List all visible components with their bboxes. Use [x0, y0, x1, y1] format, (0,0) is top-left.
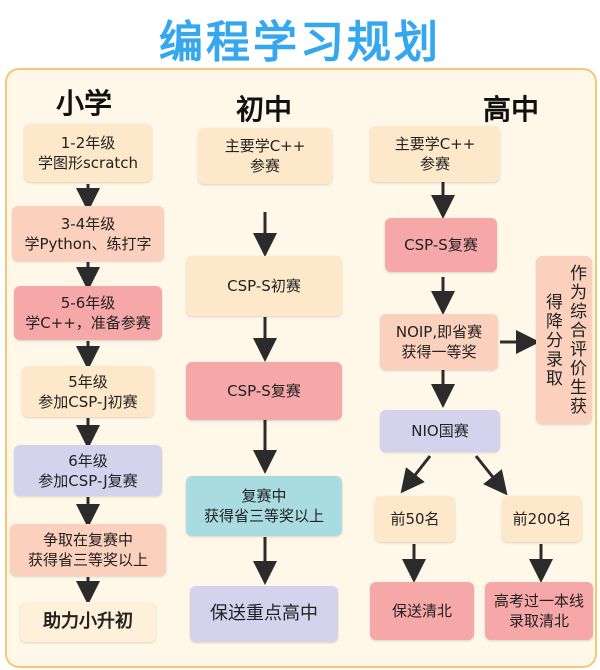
arrow [474, 455, 508, 496]
primary-step-7-label: 助力小升初 [43, 611, 133, 632]
arrow [400, 455, 432, 494]
high-step-1-label: 主要学C++ 参赛 [394, 135, 476, 173]
middle-step-1: 主要学C++ 参赛 [198, 128, 332, 184]
high-side-note-label: 作为综合评价生获得降分录取 [542, 264, 586, 416]
high-outcome-1: 保送清北 [370, 582, 474, 640]
middle-step-5: 保送重点高中 [190, 586, 338, 642]
primary-step-6-label: 争取在复赛中 获得省三等奖以上 [27, 531, 148, 569]
heading-high: 高中 [483, 93, 540, 126]
heading-primary: 小学 [56, 87, 113, 120]
middle-step-4-label: 复赛中 获得省三等奖以上 [203, 487, 324, 525]
high-step-3: NOIP,即省赛 获得一等奖 [380, 314, 498, 370]
high-step-4-label: NIO国赛 [411, 422, 469, 440]
primary-step-5: 6年级 参加CSP-J复赛 [14, 445, 162, 496]
middle-step-3: CSP-S复赛 [186, 362, 342, 420]
primary-step-2-label: 3-4年级 学Python、练打字 [24, 214, 152, 253]
high-outcome-1-label: 保送清北 [391, 602, 452, 620]
primary-step-2: 3-4年级 学Python、练打字 [12, 206, 164, 261]
primary-step-3-label: 5-6年级 学C++，准备参赛 [25, 294, 151, 332]
high-step-4: NIO国赛 [380, 410, 500, 452]
middle-step-2-label: CSP-S初赛 [227, 277, 301, 295]
high-branch-2-label: 前200名 [512, 510, 572, 528]
primary-step-4-label: 5年级 参加CSP-J初赛 [38, 372, 138, 411]
high-branch-2: 前200名 [502, 496, 582, 542]
high-step-3-label: NOIP,即省赛 获得一等奖 [395, 323, 483, 361]
primary-step-1-label: 1-2年级 学图形scratch [37, 134, 139, 172]
middle-step-1-label: 主要学C++ 参赛 [224, 137, 306, 175]
primary-step-4: 5年级 参加CSP-J初赛 [22, 366, 154, 417]
high-branch-1: 前50名 [375, 496, 455, 542]
primary-step-1: 1-2年级 学图形scratch [24, 124, 152, 182]
high-side-note: 作为综合评价生获得降分录取 [536, 256, 592, 424]
heading-middle: 初中 [236, 93, 293, 126]
primary-step-5-label: 6年级 参加CSP-J复赛 [38, 451, 138, 490]
primary-step-7: 助力小升初 [20, 602, 156, 642]
high-branch-1-label: 前50名 [390, 510, 440, 528]
middle-step-4: 复赛中 获得省三等奖以上 [186, 476, 342, 536]
middle-step-5-label: 保送重点高中 [210, 603, 318, 624]
primary-step-6: 争取在复赛中 获得省三等奖以上 [10, 524, 166, 576]
high-step-2-label: CSP-S复赛 [404, 236, 478, 254]
page-title: 编程学习规划 [159, 17, 441, 68]
high-outcome-2-label: 高考过一本线 录取清北 [493, 592, 584, 630]
middle-step-2: CSP-S初赛 [186, 256, 342, 316]
high-step-1: 主要学C++ 参赛 [370, 126, 500, 182]
middle-step-3-label: CSP-S复赛 [227, 382, 301, 400]
primary-step-3: 5-6年级 学C++，准备参赛 [14, 286, 162, 340]
high-outcome-2: 高考过一本线 录取清北 [485, 582, 593, 640]
high-step-2: CSP-S复赛 [385, 218, 497, 272]
